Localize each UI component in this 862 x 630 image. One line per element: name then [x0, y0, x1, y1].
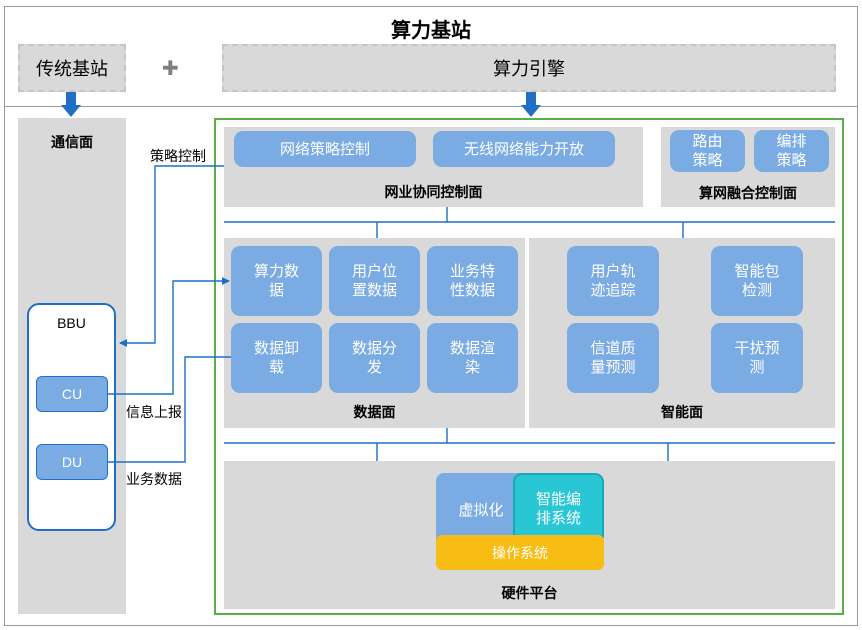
strategy-control-label: 策略控制: [150, 148, 206, 164]
outer-frame: [4, 6, 858, 626]
data-item: 算力数 据: [231, 246, 322, 316]
virtualization-box: 虚拟化: [436, 473, 526, 545]
intelligence-plane-title: 智能面: [661, 404, 703, 420]
hardware-title: 硬件平台: [501, 585, 558, 601]
fusion-control-title: 算网融合控制面: [699, 185, 797, 201]
data-item: 数据卸 载: [231, 323, 322, 393]
data-item: 数据渲 染: [427, 323, 518, 393]
compute-engine-box: 算力引擎: [222, 44, 836, 92]
virtualization-label: 虚拟化: [458, 501, 504, 519]
header-divider: [4, 106, 858, 107]
wireless-capability-box: 无线网络能力开放: [433, 131, 615, 167]
intelligence-item: 用户轨 迹追踪: [567, 246, 659, 316]
routing-strategy-box: 路由 策略: [670, 130, 745, 172]
info-report-label: 信息上报: [126, 404, 182, 420]
business-data-label: 业务数据: [126, 471, 182, 487]
data-item: 数据分 发: [329, 323, 420, 393]
orchestration-system-box: 智能编 排系统: [513, 473, 604, 545]
page-title: 算力基站: [391, 20, 471, 42]
bbu-box: [27, 303, 116, 531]
os-bar: 操作系统: [436, 535, 604, 570]
business-data-link: [108, 356, 231, 463]
intelligence-item: 智能包 检测: [711, 246, 803, 316]
network-control-title: 网业协同控制面: [384, 184, 483, 200]
down-arrow-icon: [521, 92, 541, 117]
traditional-station-label: 传统基站: [36, 59, 108, 79]
data-item: 业务特 性数据: [427, 246, 518, 316]
os-label: 操作系统: [492, 544, 548, 561]
intelligence-item: 干扰预 测: [711, 323, 803, 393]
du-box: DU: [36, 444, 108, 480]
intelligence-item: 信道质 量预测: [567, 323, 659, 393]
info-report-link: [108, 277, 230, 395]
data-plane-title: 数据面: [353, 404, 396, 420]
orchestration-strategy-box: 编排 策略: [754, 130, 829, 172]
cu-box: CU: [36, 376, 108, 412]
compute-engine-label: 算力引擎: [493, 59, 565, 79]
strategy-control-link: [119, 165, 224, 347]
down-arrow-icon: [61, 92, 81, 117]
data-item: 用户位 置数据: [329, 246, 420, 316]
engine-frame: [214, 118, 844, 615]
traditional-station-box: 传统基站: [18, 44, 126, 92]
comm-plane-title: 通信面: [51, 134, 93, 150]
network-strategy-box: 网络策略控制: [234, 131, 416, 167]
plus-icon: ✚: [162, 58, 179, 80]
bbu-label: BBU: [57, 315, 86, 331]
